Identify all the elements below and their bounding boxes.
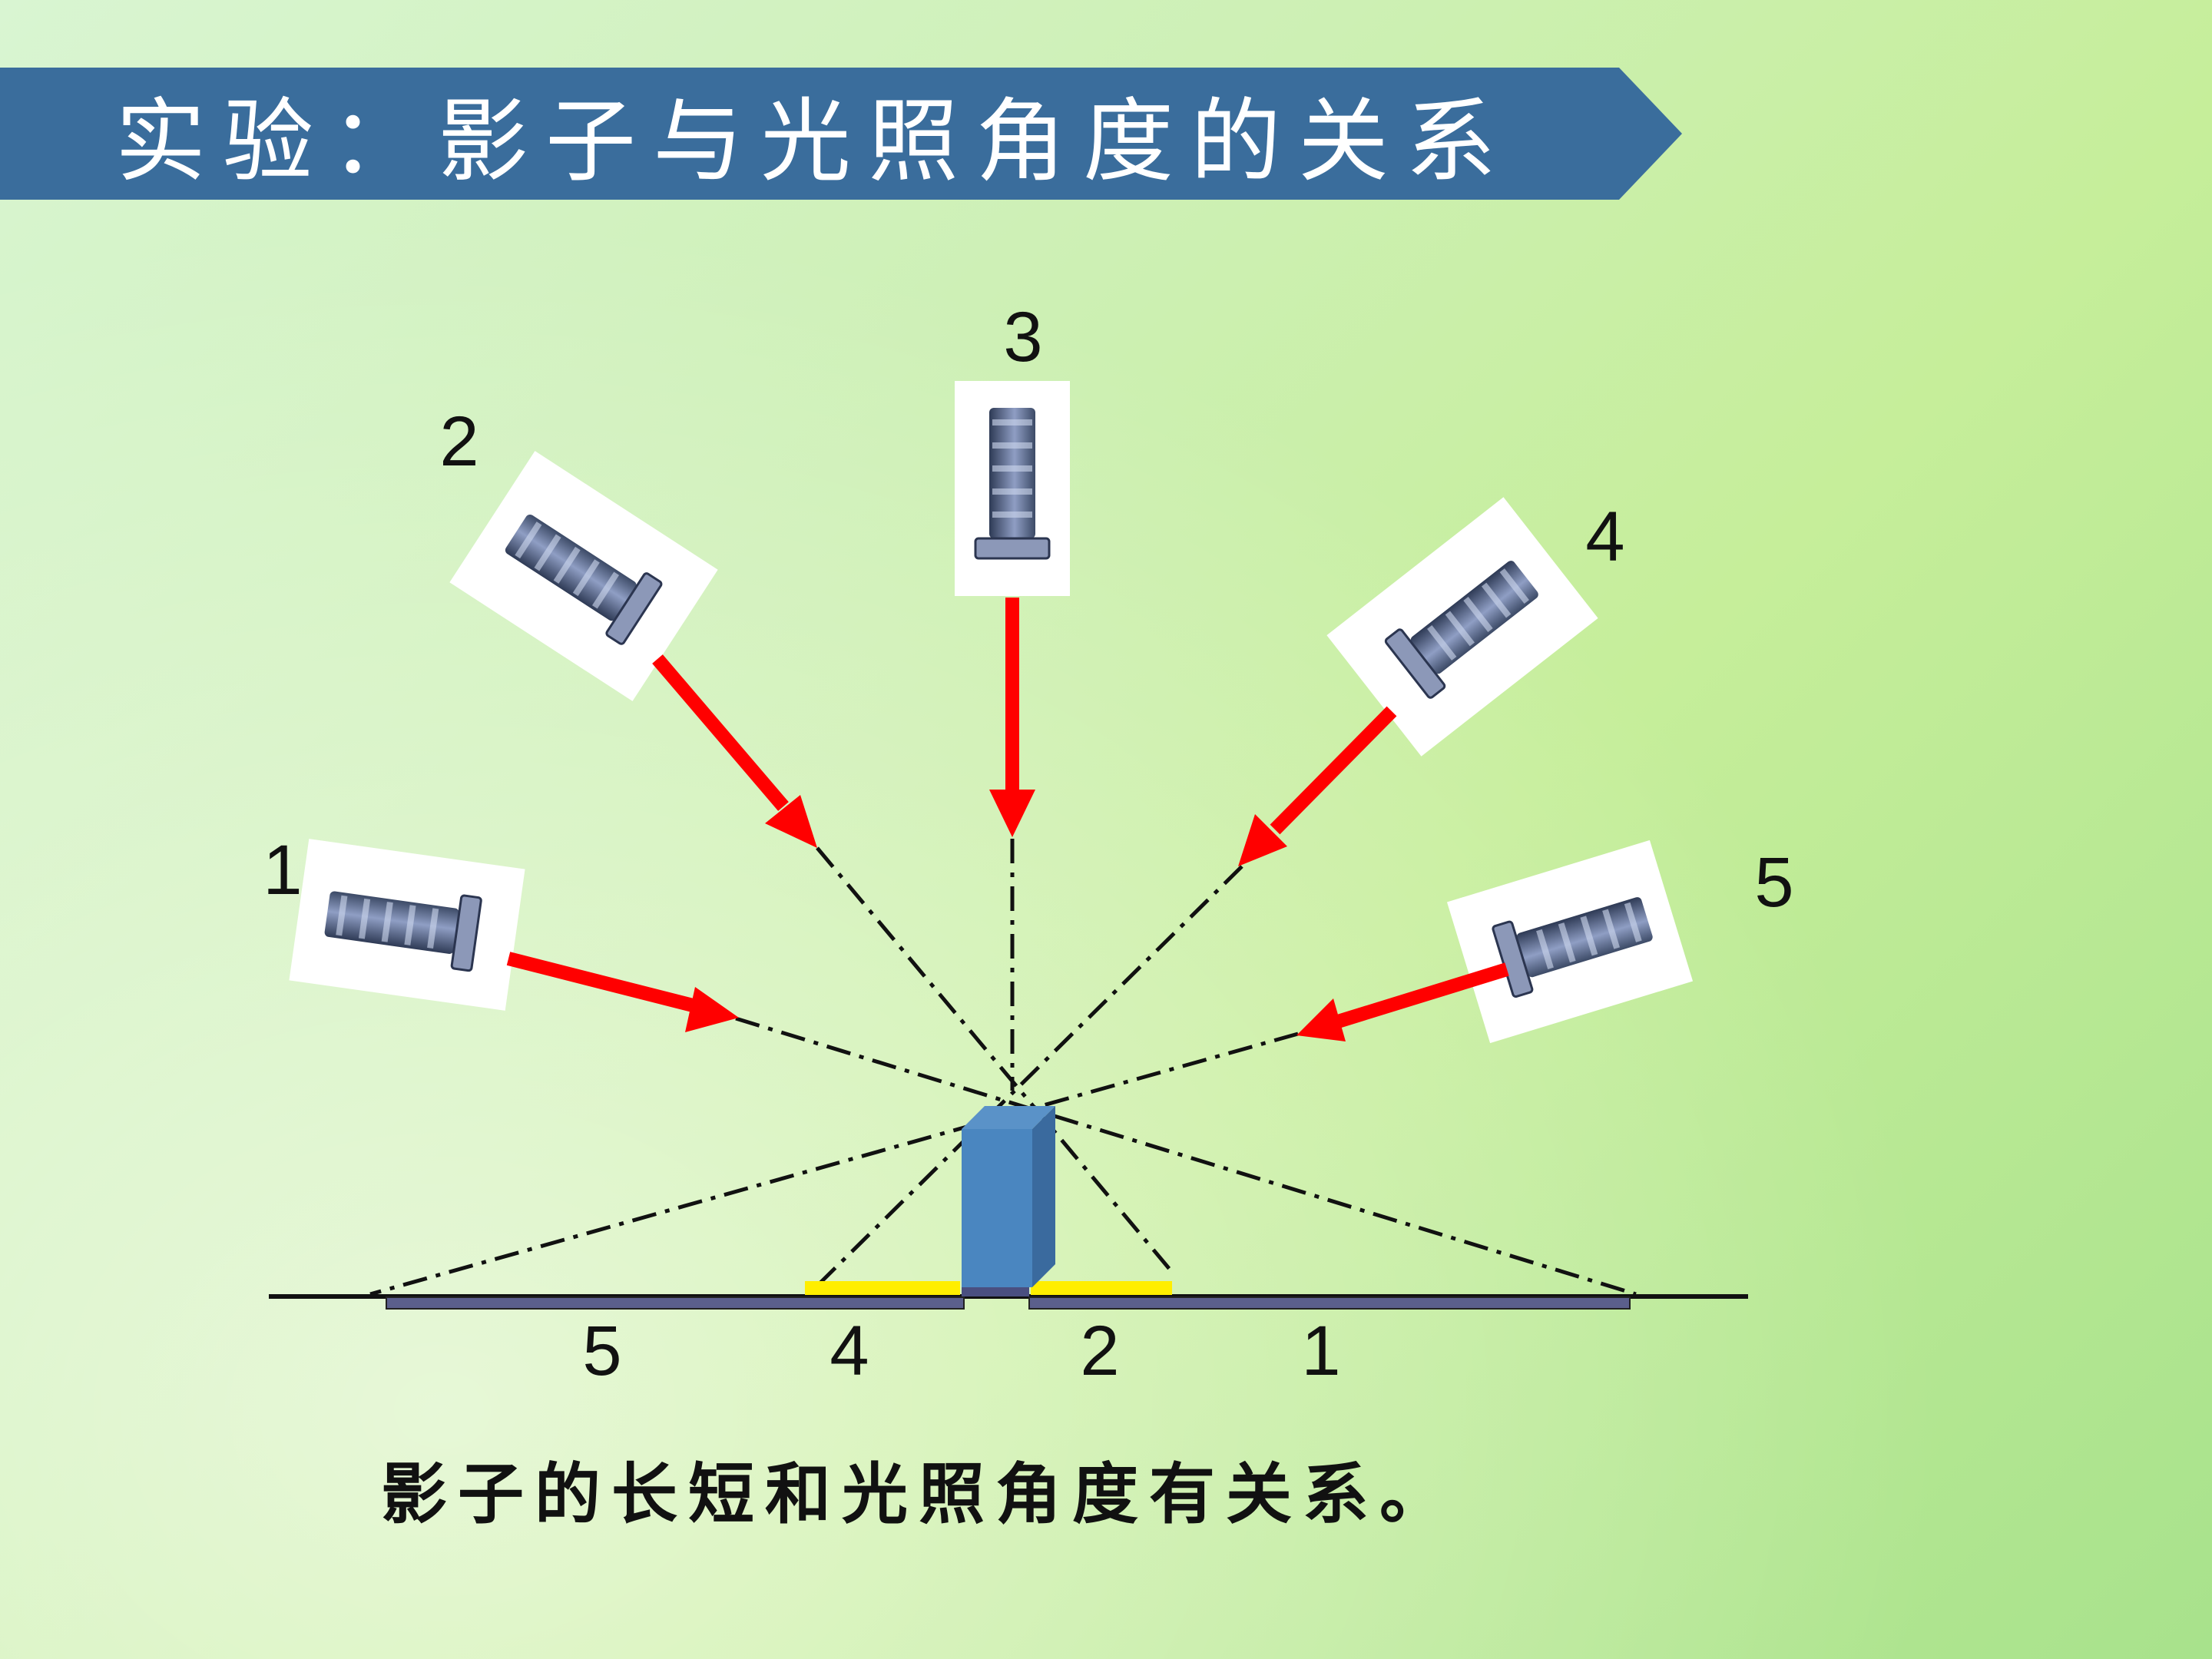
- shadow-label-1: 1: [1301, 1312, 1340, 1390]
- block-object: [962, 1106, 1055, 1287]
- ray-line-5: [369, 1031, 1299, 1296]
- flashlight-label-5: 5: [1754, 843, 1793, 922]
- shadow-label-4: 4: [830, 1312, 869, 1390]
- shadow-long-left: [386, 1296, 965, 1310]
- ray-line-1: [735, 1016, 1637, 1296]
- shadow-label-5: 5: [582, 1312, 621, 1390]
- flashlight-4: [1326, 497, 1598, 757]
- flashlight-3: [955, 381, 1070, 596]
- page-title: 实验：影子与光照角度的关系: [115, 88, 1514, 194]
- arrow-1: [506, 952, 739, 1032]
- light-arrows: [506, 598, 1509, 1041]
- arrow-4: [1238, 706, 1397, 866]
- flashlight-label-1: 1: [263, 831, 302, 909]
- light-ray-lines: [369, 839, 1637, 1296]
- shadow-label-2: 2: [1080, 1312, 1119, 1390]
- ray-line-4: [813, 865, 1243, 1290]
- caption-text: 影子的长短和光照角度有关系。: [381, 1455, 1456, 1533]
- flashlight-2: [449, 451, 718, 701]
- shadow-short-left: [805, 1281, 960, 1295]
- title-banner: [0, 68, 1682, 200]
- flashlight-5: [1446, 839, 1694, 1044]
- flashlight-label-2: 2: [439, 402, 478, 481]
- shadow-short-right: [1031, 1281, 1172, 1295]
- flashlight-1: [289, 839, 525, 1011]
- flashlight-label-3: 3: [1003, 298, 1042, 376]
- flashlight-label-4: 4: [1585, 498, 1624, 576]
- arrow-5: [1296, 962, 1509, 1041]
- ray-line-2: [816, 846, 1173, 1273]
- shadow-long-right: [1028, 1296, 1631, 1310]
- arrow-2: [652, 654, 817, 848]
- arrow-3: [989, 598, 1035, 837]
